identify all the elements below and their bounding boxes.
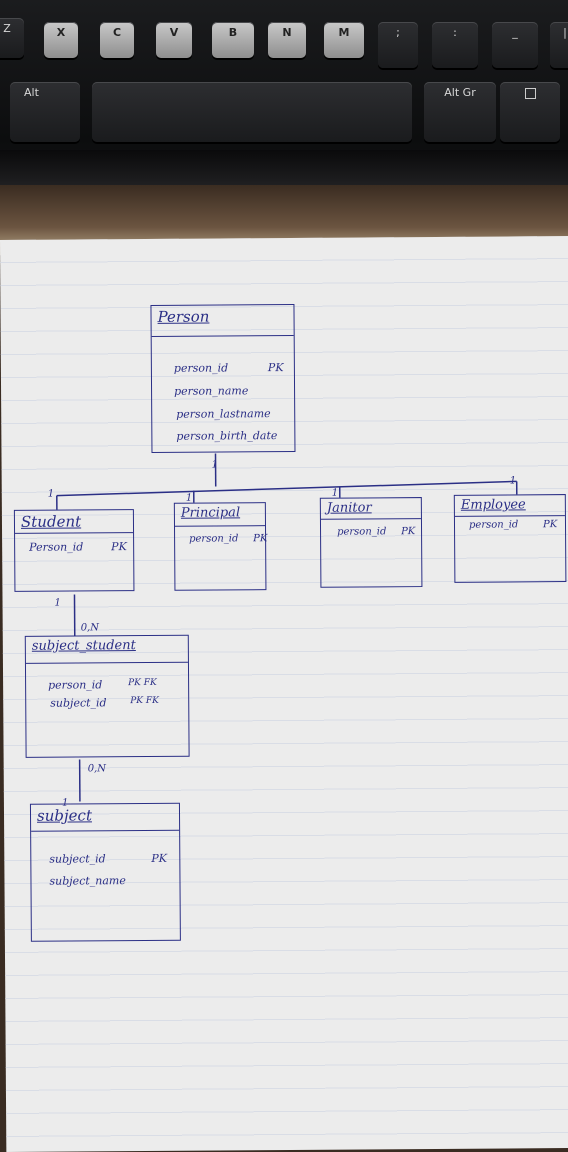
person-attr-id: person_id [173, 361, 229, 375]
subject-student-cardinality-bottom: 0,N [88, 763, 108, 774]
subject-entity: subject subject_id PK subject_name [29, 802, 181, 942]
subject-attr-name: subject_name [49, 874, 126, 888]
student-separator [15, 532, 134, 534]
principal-separator [174, 525, 266, 527]
subject-pk: PK [151, 851, 167, 865]
janitor-cardinality: 1 [332, 488, 338, 499]
principal-attr-id: person_id [189, 533, 239, 545]
principal-key: PK [253, 533, 268, 545]
key-m: M [324, 22, 364, 58]
key-v: V [156, 22, 192, 58]
employee-attr-id: person_id [468, 519, 519, 531]
subject-attr-id: subject_id [49, 852, 106, 866]
student-cardinality-bottom: 1 [54, 598, 60, 609]
student-key: PK [111, 540, 127, 554]
subject-separator [31, 829, 180, 832]
principal-cardinality: 1 [186, 493, 192, 504]
janitor-entity: Janitor person_id PK [319, 497, 423, 588]
employee-separator [454, 515, 565, 517]
keyboard: Z X C V B N M ; : _ | Alt Alt Gr [0, 0, 568, 200]
key-space [92, 82, 412, 142]
person-attr-lastname: person_lastname [176, 407, 271, 421]
key-n: N [268, 22, 306, 58]
subject-student-title: subject_student [31, 638, 136, 654]
key-x: X [44, 22, 78, 58]
student-attr-id: Person_id [29, 540, 84, 554]
person-cardinality: 1 [212, 459, 218, 470]
key-z: Z [0, 18, 24, 58]
subject-student-key-person-id: PK FK [128, 677, 157, 689]
janitor-title: Janitor [326, 500, 372, 516]
subject-student-entity: subject_student person_id PK FK subject_… [24, 634, 190, 758]
key-altgr: Alt Gr [424, 82, 496, 142]
employee-cardinality: 1 [510, 475, 516, 486]
person-separator [151, 334, 294, 337]
subject-cardinality: 1 [62, 798, 68, 809]
key-b: B [212, 22, 254, 58]
janitor-attr-id: person_id [337, 526, 387, 538]
subject-student-attr-person-id: person_id [48, 678, 103, 692]
subject-student-separator [25, 661, 188, 664]
person-pk: PK [267, 361, 284, 375]
student-title: Student [20, 512, 82, 531]
janitor-separator [320, 518, 421, 520]
person-title: Person [157, 307, 210, 326]
notebook-paper: 1 1 1 1 1 1 0,N 0,N 1 Person person_id P… [0, 236, 568, 1152]
student-entity: Student Person_id PK [13, 509, 135, 592]
key-menu [500, 82, 560, 142]
subject-student-cardinality-top: 0,N [81, 622, 101, 633]
principal-title: Principal [180, 505, 241, 521]
keyboard-edge [0, 150, 568, 190]
person-entity: Person person_id PK person_name person_l… [150, 303, 296, 453]
employee-title: Employee [460, 497, 526, 513]
connector-lines: 1 1 1 1 1 1 0,N 0,N 1 [48, 453, 518, 809]
key-pipe: | [550, 22, 568, 68]
key-c: C [100, 22, 134, 58]
subject-student-attr-subject-id: subject_id [50, 696, 107, 710]
key-alt: Alt [10, 82, 80, 142]
subject-student-key-subject-id: PK FK [130, 695, 159, 707]
employee-entity: Employee person_id PK [453, 494, 567, 583]
key-colon: : [432, 22, 478, 68]
key-semicolon: ; [378, 22, 418, 68]
employee-key: PK [542, 519, 558, 531]
principal-entity: Principal person_id PK [173, 502, 268, 591]
person-attr-name: person_name [174, 384, 249, 398]
menu-icon [524, 88, 536, 99]
person-attr-birth-date: person_birth_date [176, 429, 278, 443]
student-cardinality-top: 1 [48, 489, 54, 500]
janitor-key: PK [401, 526, 416, 538]
key-underscore: _ [492, 22, 538, 68]
subject-title: subject [36, 806, 93, 825]
